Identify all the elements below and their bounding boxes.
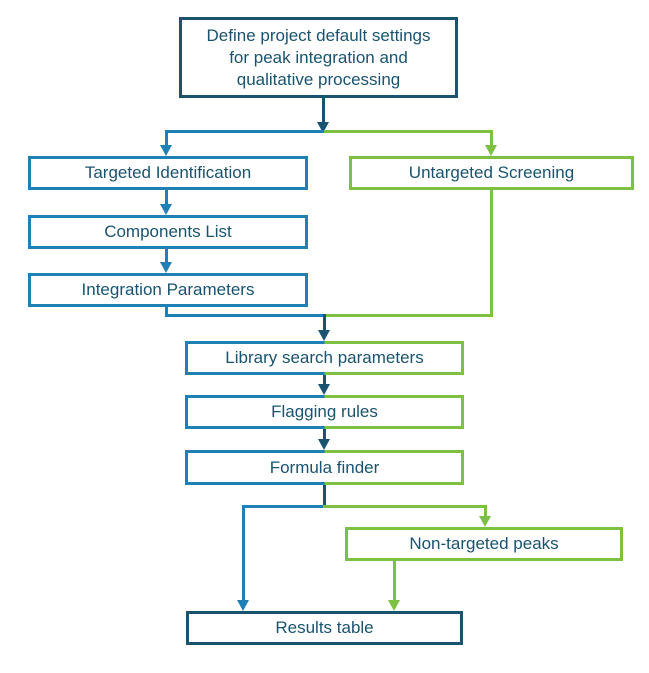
node-integration-parameters-label: Integration Parameters xyxy=(81,280,255,299)
connector-untargeted-elbow-vertical xyxy=(490,190,493,317)
connector-integration-elbow-horizontal xyxy=(165,314,325,317)
connector-split-to-targeted-line xyxy=(165,130,168,146)
connector-define-to-split-arrowhead-icon xyxy=(317,122,329,133)
node-define-project-settings-label: Define project default settings for peak… xyxy=(206,25,431,89)
node-non-targeted-peaks-label: Non-targeted peaks xyxy=(409,534,559,553)
connector-define-to-split-line xyxy=(322,97,325,122)
connector-merge-to-library-line xyxy=(323,314,326,331)
connector-split-to-targeted-arrowhead-icon xyxy=(160,145,172,156)
node-results-table: Results table xyxy=(186,611,463,645)
connector-nontargeted-to-results-line xyxy=(393,561,396,601)
node-targeted-identification: Targeted Identification xyxy=(28,156,308,190)
connector-blue-to-results-arrowhead-icon xyxy=(237,600,249,611)
node-targeted-identification-label: Targeted Identification xyxy=(84,163,252,182)
node-components-list: Components List xyxy=(28,215,308,249)
connector-split-horizontal-blue xyxy=(165,130,324,133)
connector-lower-split-green xyxy=(323,505,487,508)
node-flagging-rules-label: Flagging rules xyxy=(271,402,378,421)
connector-green-to-nontargeted-line xyxy=(484,505,487,517)
connector-flagging-to-formula-line xyxy=(323,429,326,440)
connector-untargeted-elbow-horizontal xyxy=(324,314,493,317)
node-integration-parameters: Integration Parameters xyxy=(28,273,308,307)
node-non-targeted-peaks: Non-targeted peaks xyxy=(345,527,623,561)
connector-targeted-to-components-arrowhead-icon xyxy=(160,204,172,215)
node-untargeted-screening-label: Untargeted Screening xyxy=(408,163,575,182)
node-untargeted-screening: Untargeted Screening xyxy=(349,156,634,190)
connector-components-to-integration-line xyxy=(165,249,168,263)
connector-integration-elbow-vertical xyxy=(165,307,168,317)
connector-formula-stub xyxy=(323,485,326,508)
connector-merge-to-library-arrowhead-icon xyxy=(318,330,330,341)
connector-library-to-flagging-arrowhead-icon xyxy=(318,384,330,395)
connector-split-to-untargeted-line xyxy=(490,130,493,146)
connector-green-to-nontargeted-arrowhead-icon xyxy=(479,516,491,527)
node-flagging-rules: Flagging rules xyxy=(185,395,464,429)
connector-components-to-integration-arrowhead-icon xyxy=(160,262,172,273)
node-components-list-label: Components List xyxy=(104,222,232,241)
connector-library-to-flagging-line xyxy=(323,375,326,385)
node-define-project-settings: Define project default settings for peak… xyxy=(179,17,458,98)
node-formula-finder-label: Formula finder xyxy=(269,457,380,477)
node-library-search-parameters: Library search parameters xyxy=(185,341,464,375)
node-library-search-parameters-label: Library search parameters xyxy=(225,348,424,367)
connector-nontargeted-to-results-arrowhead-icon xyxy=(388,600,400,611)
node-formula-finder: Formula finder xyxy=(185,450,464,485)
connector-flagging-to-formula-arrowhead-icon xyxy=(318,439,330,450)
connector-blue-to-results-line xyxy=(242,505,245,601)
connector-lower-split-blue xyxy=(242,505,326,508)
node-results-table-label: Results table xyxy=(275,618,374,637)
connector-split-to-untargeted-arrowhead-icon xyxy=(485,145,497,156)
connector-split-horizontal-green xyxy=(324,130,493,133)
connector-targeted-to-components-line xyxy=(165,190,168,205)
